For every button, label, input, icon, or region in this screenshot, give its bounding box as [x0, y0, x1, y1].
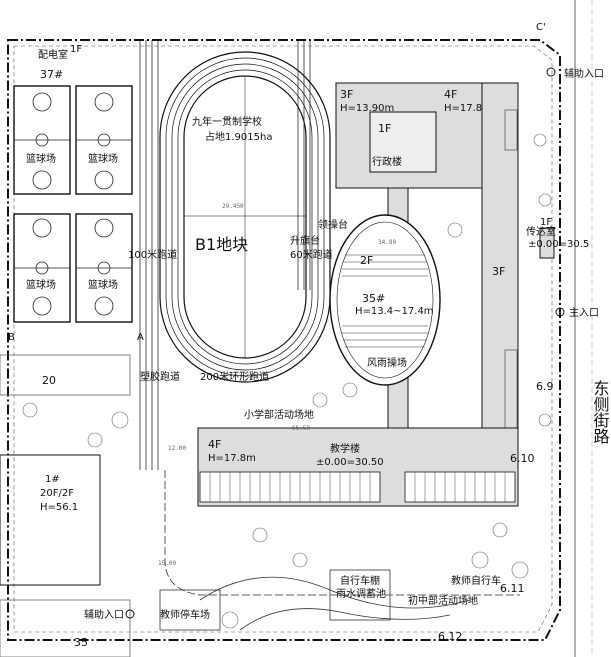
hall-floors: 2F	[360, 254, 373, 267]
running-track	[139, 40, 331, 470]
stair	[504, 109, 518, 151]
plastic-track-label: 塑胶跑道	[140, 370, 180, 383]
station-6-9: 6.9	[536, 380, 554, 393]
teaching-building	[197, 427, 519, 507]
basketball-courts	[13, 85, 133, 323]
admin-4f: 4F	[444, 88, 457, 101]
teach-elev: ±0.00=30.50	[316, 457, 384, 468]
court-label: 篮球场	[26, 152, 56, 165]
site-title: B1地块	[195, 235, 248, 254]
bldg-1-height: H=56.1	[40, 502, 78, 513]
aux-entry-bottom: 辅助入口	[84, 608, 124, 621]
block-35-label: 35	[74, 636, 88, 649]
block-37-label: 37#	[40, 68, 63, 81]
neighbor-building	[0, 454, 101, 586]
admin-4f-height: H=17.8	[444, 103, 482, 114]
rain-pool	[329, 569, 391, 621]
dimension-label: 65.50	[292, 425, 310, 432]
track-60-label: 60米跑道	[290, 248, 333, 261]
flag-leader-label: 领操台	[318, 218, 348, 231]
primary-play-label: 小学部活动场地	[244, 408, 314, 421]
flag-platform-label: 升旗台	[290, 234, 320, 247]
dimension-label: 15.00	[158, 560, 176, 567]
aux-entry-top: 辅助入口	[564, 67, 604, 80]
hall-number: 35#	[362, 292, 385, 305]
teach-height: H=17.8m	[208, 453, 256, 464]
rain-hall	[329, 214, 441, 386]
teacher-bike-label: 教师自行车	[451, 574, 501, 587]
admin-name: 行政楼	[372, 155, 402, 168]
dimension-label: 34.80	[378, 239, 396, 246]
gatehouse-floor: 1F	[540, 217, 552, 228]
setback-line	[13, 45, 553, 633]
point-c: C'	[536, 22, 546, 33]
site-boundary	[7, 39, 561, 641]
gatehouse-name: 传达室	[526, 225, 556, 238]
entry-marker-icon	[125, 609, 135, 619]
track-200-label: 200米环形跑道	[200, 370, 269, 383]
hall-name: 风雨操场	[367, 356, 407, 369]
east-wing	[481, 82, 519, 464]
station-6-10: 6.10	[510, 452, 535, 465]
station-6-11: 6.11	[500, 582, 525, 595]
bldg-1-floors: 20F/2F	[40, 488, 74, 499]
court-label: 篮球场	[26, 278, 56, 291]
gatehouse	[539, 227, 555, 259]
teach-name: 教学楼	[330, 442, 360, 455]
school-name: 九年一贯制学校	[192, 115, 262, 128]
neighbor-block	[0, 599, 131, 657]
court-label: 篮球场	[88, 278, 118, 291]
bike-shed-label: 自行车棚	[340, 574, 380, 587]
admin-1f: 1F	[378, 122, 391, 135]
curved-path	[239, 608, 451, 631]
block-20-label: 20	[42, 374, 56, 387]
rain-pool-label: 雨水调蓄池	[336, 587, 386, 600]
dimension-label: 12.00	[168, 445, 186, 452]
power-room-floor: 1F	[70, 44, 82, 55]
hall-height: H=13.4~17.4m	[355, 306, 434, 317]
parking-lot	[159, 589, 221, 631]
admin-building	[335, 82, 483, 189]
dimension-label: 29.450	[222, 203, 244, 210]
point-a: A	[137, 332, 144, 343]
bldg-1-number: 1#	[45, 474, 60, 485]
school-area: 占地1.9015ha	[205, 130, 272, 143]
court-label: 篮球场	[88, 152, 118, 165]
internal-road	[164, 470, 520, 596]
admin-height: H=13.90m	[340, 103, 394, 114]
trees	[22, 133, 552, 629]
power-room-label: 配电室	[38, 48, 68, 61]
teach-floors: 4F	[208, 438, 221, 451]
entry-marker-icon	[555, 307, 565, 317]
track-100-label: 100米跑道	[128, 248, 177, 261]
station-6-12: 6.12	[438, 630, 463, 643]
main-entry: 主入口	[569, 307, 599, 319]
gatehouse-elev: ±0.00=30.5	[528, 239, 589, 250]
road-name: 东侧街路	[591, 380, 610, 444]
east-wing-floors: 3F	[492, 265, 505, 278]
parking-label: 教师停车场	[160, 608, 210, 621]
point-b: B	[8, 332, 15, 343]
admin-floors: 3F	[340, 88, 353, 101]
junior-play-label: 初中部活动场地	[408, 594, 478, 607]
neighbor-block	[0, 354, 131, 396]
entry-marker-icon	[546, 67, 556, 77]
